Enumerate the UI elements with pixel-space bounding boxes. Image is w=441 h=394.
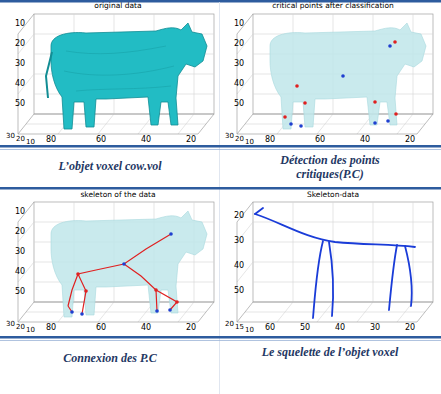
axis-tick: 20 bbox=[405, 323, 415, 332]
axis-tick: 60 bbox=[96, 323, 106, 332]
axis-tick: 10 bbox=[26, 138, 35, 146]
axis-tick: 30 bbox=[234, 236, 244, 245]
axis-tick: 20 bbox=[186, 135, 196, 144]
axis-tick: 30 bbox=[15, 59, 25, 68]
axis-tick: 40 bbox=[335, 323, 345, 332]
figure-caption: Détection des points critiques(P.C) bbox=[255, 153, 405, 182]
axis-tick: 80 bbox=[265, 135, 275, 144]
axis-tick: 20 bbox=[225, 320, 234, 328]
axis-tick: 40 bbox=[141, 323, 151, 332]
axis-tick: 20 bbox=[405, 135, 415, 144]
plot-title: critical points after classification bbox=[228, 2, 438, 11]
axis-tick: 80 bbox=[46, 135, 56, 144]
axis-tick: 10 bbox=[245, 326, 254, 334]
axis-tick: 30 bbox=[370, 323, 380, 332]
axis-tick: 10 bbox=[15, 207, 25, 216]
axis-tick: 30 bbox=[225, 132, 234, 140]
axis-tick: 20 bbox=[16, 323, 25, 331]
axis-tick: 50 bbox=[234, 286, 244, 295]
axis-tick: 20 bbox=[186, 323, 196, 332]
axis-tick: 20 bbox=[16, 135, 25, 143]
axis-tick: 40 bbox=[141, 135, 151, 144]
axis-tick: 30 bbox=[234, 59, 244, 68]
axis-tick: 60 bbox=[96, 135, 106, 144]
axis-tick: 80 bbox=[46, 323, 56, 332]
axis-tick: 50 bbox=[15, 287, 25, 296]
axis-tick: 50 bbox=[300, 323, 310, 332]
plot-title: skeleton of the data bbox=[13, 191, 223, 200]
axis-tick: 40 bbox=[234, 79, 244, 88]
axis-tick: 10 bbox=[245, 138, 254, 146]
axis-tick: 60 bbox=[265, 323, 275, 332]
figure-caption: L’objet voxel cow.vol bbox=[8, 159, 213, 173]
axis-tick: 30 bbox=[15, 247, 25, 256]
axis-tick: 30 bbox=[6, 320, 15, 328]
axis-tick: 10 bbox=[15, 19, 25, 28]
plot-title: original data bbox=[13, 2, 223, 11]
axis-tick: 20 bbox=[234, 39, 244, 48]
axis-tick: 20 bbox=[15, 39, 25, 48]
axis-tick: 20 bbox=[15, 227, 25, 236]
axis-tick: 10 bbox=[234, 19, 244, 28]
axis-tick: 20 bbox=[235, 135, 244, 143]
axis-tick: 20 bbox=[234, 211, 244, 220]
axis-tick: 10 bbox=[26, 326, 35, 334]
axis-tick: 50 bbox=[234, 99, 244, 108]
axis-tick: 40 bbox=[15, 267, 25, 276]
axis-tick: 40 bbox=[234, 261, 244, 270]
axis-tick: 15 bbox=[235, 323, 244, 331]
axis-tick: 40 bbox=[360, 135, 370, 144]
figure-caption: Le squelette de l’objet voxel bbox=[255, 345, 405, 359]
plot-title: Skeleton-data bbox=[228, 191, 438, 200]
figure-caption: Connexion des P.C bbox=[8, 351, 213, 365]
axis-tick: 60 bbox=[315, 135, 325, 144]
axis-tick: 40 bbox=[15, 79, 25, 88]
axis-tick: 50 bbox=[15, 99, 25, 108]
axis-tick: 30 bbox=[6, 132, 15, 140]
